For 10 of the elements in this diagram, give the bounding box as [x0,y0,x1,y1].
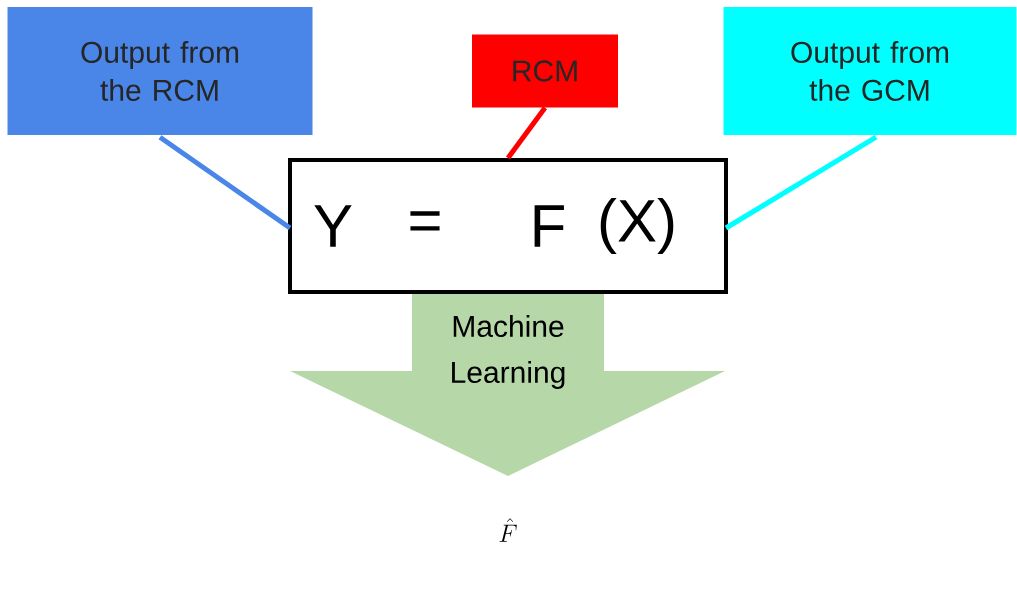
edge-label: Machine Learning [452,315,565,389]
leader-line [158,135,292,231]
label-box: RCM [472,34,618,108]
label-box: Output from the RCM [7,7,313,135]
leader-line [724,135,878,231]
block-arrow [290,294,725,476]
equation-box: Y = F (X) [288,158,728,294]
formula: $\hat{F}$ [499,518,517,542]
leader-line [506,106,548,160]
label-box: Output from the GCM [723,7,1017,135]
